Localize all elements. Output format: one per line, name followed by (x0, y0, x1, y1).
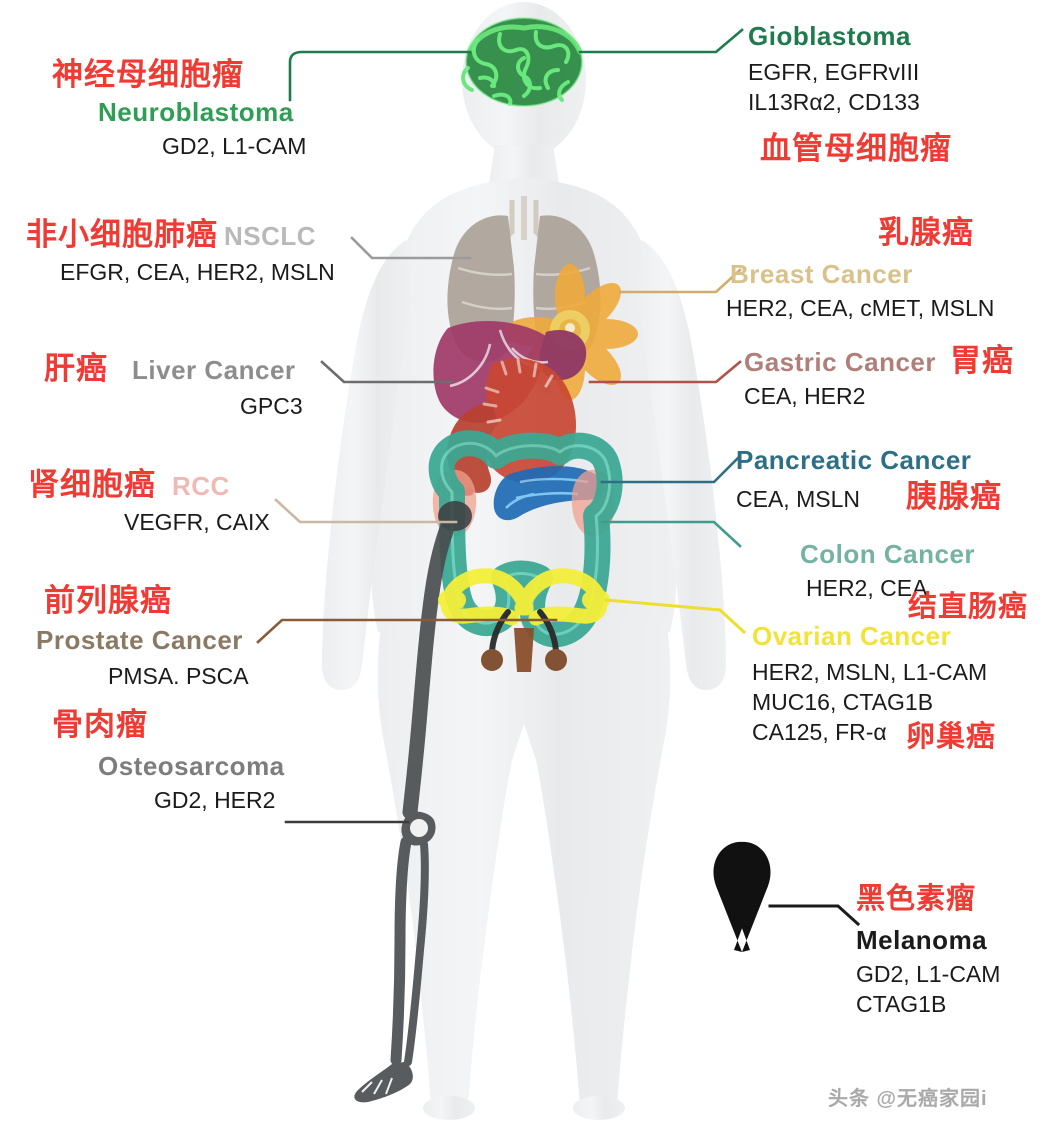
leader-liver (320, 360, 454, 384)
leader-pancreatic (600, 456, 740, 484)
label-breast: 乳腺癌 Breast Cancer HER2, CEA, cMET, MSLN (726, 215, 1026, 324)
label-neuroblastoma-markers: GD2, L1-CAM (162, 132, 307, 159)
label-melanoma-en: Melanoma (856, 924, 988, 955)
label-prostate: 前列腺癌 Prostate Cancer PMSA. PSCA (36, 583, 249, 692)
label-colon: Colon Cancer HER2, CEA (800, 539, 976, 604)
label-osteosarcoma: 骨肉瘤 Osteosarcoma GD2, HER2 (44, 707, 285, 816)
label-glioblastoma: Gioblastoma EGFR, EGFRvIII IL13Rα2, CD13… (748, 21, 952, 166)
label-melanoma: 黑色素瘤 Melanoma GD2, L1-CAM CTAG1B (856, 883, 1001, 1020)
leader-nsclc (350, 236, 472, 260)
label-pancreatic-markers: CEA, MSLN (736, 485, 860, 512)
label-breast-cn: 乳腺癌 (878, 215, 974, 250)
label-glioblastoma-en: Gioblastoma (748, 21, 911, 51)
label-glioblastoma-markers: EGFR, EGFRvIII IL13Rα2, CD133 (748, 58, 920, 115)
label-rcc-en: RCC (172, 471, 230, 501)
label-pancreatic-en: Pancreatic Cancer (736, 445, 972, 475)
leader-neuroblastoma (288, 50, 472, 102)
label-liver: 肝癌 Liver Cancer GPC3 (44, 351, 303, 422)
label-gastric-cn: 胃癌 (949, 343, 1014, 378)
leader-prostate (256, 618, 558, 644)
leader-colon (600, 520, 742, 548)
label-liver-markers: GPC3 (240, 393, 303, 420)
label-breast-markers: HER2, CEA, cMET, MSLN (726, 294, 995, 321)
leader-glioblastoma (578, 28, 744, 54)
label-colon-markers: HER2, CEA (806, 574, 928, 601)
leader-gastric (588, 360, 742, 384)
label-pancreatic: Pancreatic Cancer CEA, MSLN 胰腺癌 (736, 445, 1002, 515)
label-neuroblastoma-en: Neuroblastoma (98, 97, 294, 128)
label-melanoma-cn: 黑色素瘤 (856, 883, 977, 915)
label-nsclc: 非小细胞肺癌 NSCLC EFGR, CEA, HER2, MSLN (26, 217, 335, 288)
label-neuroblastoma-cn: 神经母细胞瘤 (52, 57, 244, 92)
watermark: 头条 @无癌家园i (828, 1088, 988, 1110)
label-osteosarcoma-en: Osteosarcoma (98, 751, 285, 782)
label-colon-cn: 结直肠癌 (908, 591, 1029, 623)
label-osteosarcoma-markers: GD2, HER2 (154, 786, 276, 813)
leader-ovarian (604, 598, 747, 635)
label-nsclc-cn: 非小细胞肺癌 (26, 217, 218, 252)
label-colon-en: Colon Cancer (800, 539, 976, 569)
leader-breast (618, 268, 742, 294)
label-nsclc-markers: EFGR, CEA, HER2, MSLN (60, 259, 335, 286)
label-rcc: 肾细胞癌 RCC VEGFR, CAIX (28, 467, 270, 538)
label-glioblastoma-cn: 血管母细胞瘤 (760, 130, 952, 166)
label-pancreatic-cn: 胰腺癌 (905, 478, 1002, 514)
label-breast-en: Breast Cancer (730, 259, 913, 290)
ovaries-uterus-organ (438, 568, 610, 672)
label-ovarian: Ovarian Cancer HER2, MSLN, L1-CAM MUC16,… (752, 621, 988, 748)
label-liver-cn: 肝癌 (44, 351, 108, 386)
label-neuroblastoma: 神经母细胞瘤 Neuroblastoma GD2, L1-CAM (52, 57, 307, 162)
label-melanoma-markers: GD2, L1-CAM CTAG1B (856, 960, 1001, 1017)
label-rcc-markers: VEGFR, CAIX (124, 509, 270, 536)
label-rcc-cn: 肾细胞癌 (28, 467, 156, 502)
label-prostate-en: Prostate Cancer (36, 625, 243, 656)
pancreas-organ (493, 466, 605, 521)
label-gastric: Gastric Cancer 胃癌 CEA, HER2 (744, 343, 1014, 412)
label-gastric-markers: CEA, HER2 (744, 383, 866, 410)
label-nsclc-en: NSCLC (224, 221, 317, 251)
label-ovarian-markers: HER2, MSLN, L1-CAM MUC16, CTAG1B CA125, … (752, 658, 988, 745)
label-ovarian-en: Ovarian Cancer (752, 621, 952, 651)
label-prostate-cn: 前列腺癌 (44, 583, 172, 618)
awareness-ribbon-icon (713, 841, 771, 952)
brain-organ (461, 17, 583, 107)
label-ovarian-cn: 卵巢癌 (906, 721, 997, 753)
leader-melanoma (768, 904, 861, 927)
leg-bones-organ (354, 501, 472, 1103)
leader-rcc (274, 498, 458, 524)
label-gastric-en: Gastric Cancer (744, 347, 936, 377)
label-osteosarcoma-cn: 骨肉瘤 (52, 707, 148, 742)
label-liver-en: Liver Cancer (132, 355, 296, 385)
label-prostate-markers: PMSA. PSCA (108, 662, 249, 689)
